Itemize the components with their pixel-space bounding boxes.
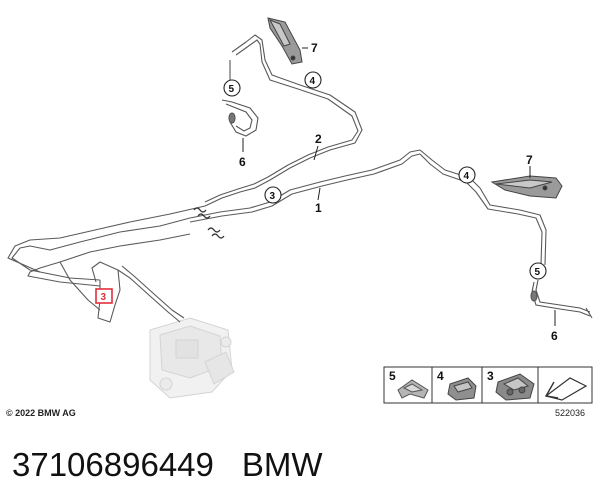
part-caption: 37106896449 BMW (12, 440, 323, 490)
leader-2 (313, 145, 319, 161)
diagram-id: 522036 (555, 408, 585, 418)
abs-unit-drawing (149, 317, 235, 399)
circle-5-right (529, 262, 547, 280)
brake-line-diagram: 7 6 5 4 2 3 1 4 (6, 17, 593, 418)
copyright-text: © 2022 BMW AG (6, 408, 76, 418)
bracket-right-drawing (490, 175, 563, 199)
legend-strip: 5 4 3 (383, 366, 593, 404)
callout-6-right: 6 (551, 329, 558, 343)
leader-1 (317, 187, 321, 201)
clip-icon (397, 379, 429, 399)
callout-1: 1 (315, 201, 322, 215)
legend-number-5: 5 (389, 369, 396, 383)
highlight-number-3: 3 (101, 292, 107, 303)
callout-7-right: 7 (526, 153, 533, 167)
bracket-top-drawing (267, 17, 303, 65)
circle-4-right-number: 4 (464, 171, 470, 182)
circle-3-number: 3 (270, 191, 276, 202)
hose-right-drawing (530, 279, 593, 319)
circle-5-right-number: 5 (535, 267, 541, 278)
legend-number-3: 3 (487, 369, 494, 383)
brand-name: BMW (241, 446, 323, 483)
circle-5-top-number: 5 (229, 84, 235, 95)
circle-5-top (223, 79, 241, 97)
circle-4-right (458, 166, 476, 184)
callout-2: 2 (315, 132, 322, 146)
highlight-box-3[interactable] (95, 288, 113, 304)
pipe-clip-icon (447, 377, 477, 401)
pipe-break-marks (193, 207, 225, 239)
circle-4-top-number: 4 (310, 76, 316, 87)
circle-4-top (304, 71, 322, 89)
direction-arrow-icon (544, 377, 588, 401)
part-number: 37106896449 (12, 446, 214, 483)
circle-3 (264, 186, 282, 204)
legend-number-4: 4 (437, 369, 444, 383)
callout-7-top: 7 (311, 41, 318, 55)
hose-top-drawing (221, 60, 259, 137)
callout-6-top: 6 (239, 155, 246, 169)
double-pipe-clip-icon (495, 373, 535, 401)
